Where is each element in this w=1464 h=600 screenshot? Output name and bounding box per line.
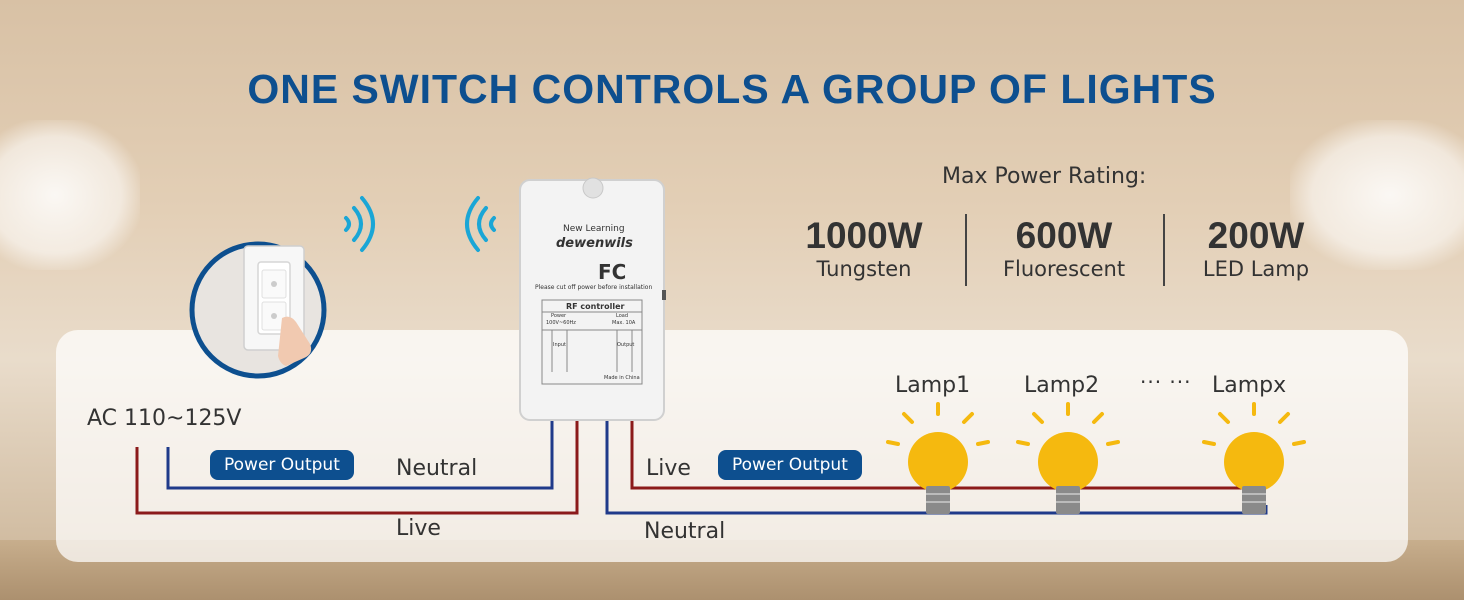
lampx-label: Lampx xyxy=(1212,373,1287,398)
device-warning: Please cut off power before installation xyxy=(535,284,653,291)
input-live-label: Live xyxy=(396,516,441,541)
device-made-in: Made in China xyxy=(604,375,640,381)
wall-switch-illustration xyxy=(189,241,327,379)
wifi-signal-icon xyxy=(344,196,375,252)
input-neutral-label: Neutral xyxy=(396,456,478,481)
device-panel-title: RF controller xyxy=(566,302,625,311)
background-lamp-right xyxy=(1290,120,1464,270)
rating-divider xyxy=(965,214,967,286)
rating-watts: 1000W xyxy=(805,215,923,256)
device-subtitle: New Learning xyxy=(563,224,625,234)
rating-type: Tungsten xyxy=(816,257,912,281)
input-neutral-wire xyxy=(166,418,554,490)
fcc-logo: FC xyxy=(598,260,627,284)
input-power-output-badge: Power Output xyxy=(210,450,354,480)
rating-led: 200W LED Lamp xyxy=(1184,216,1328,282)
background-lamp-left xyxy=(0,120,140,270)
output-live-wire xyxy=(630,418,1250,490)
output-live-label: Live xyxy=(646,456,691,481)
wifi-signal-icon xyxy=(465,196,496,252)
rating-watts: 200W xyxy=(1207,215,1305,256)
output-neutral-label: Neutral xyxy=(644,519,726,544)
device-output-label: Output xyxy=(617,342,635,348)
device-load-label: Load xyxy=(616,313,628,319)
rating-watts: 600W xyxy=(1015,215,1113,256)
lamp1-bulb-icon xyxy=(886,402,990,514)
rating-type: LED Lamp xyxy=(1202,257,1310,281)
rating-tungsten: 1000W Tungsten xyxy=(786,216,942,282)
rf-controller-device xyxy=(519,177,666,421)
lamp2-label: Lamp2 xyxy=(1024,373,1100,398)
rating-divider xyxy=(1163,214,1165,286)
lamps-ellipsis: ··· ··· xyxy=(1140,370,1192,394)
ac-input-label: AC 110~125V xyxy=(87,406,242,431)
device-load-spec: Max. 10A xyxy=(612,320,636,326)
device-input-label: Input xyxy=(553,342,566,348)
device-brand-logo: dewenwils xyxy=(556,236,633,251)
input-live-wire xyxy=(135,418,579,515)
device-power-label: Power xyxy=(551,313,567,319)
lampx-bulb-icon xyxy=(1202,402,1306,514)
lamp1-label: Lamp1 xyxy=(895,373,971,398)
rating-heading: Max Power Rating: xyxy=(942,164,1147,189)
rating-fluorescent: 600W Fluorescent xyxy=(984,216,1144,282)
page-title: ONE SWITCH CONTROLS A GROUP OF LIGHTS xyxy=(247,66,1217,112)
lamp2-bulb-icon xyxy=(1016,402,1120,514)
device-power-spec: 100V~60Hz xyxy=(546,320,576,326)
output-power-output-badge: Power Output xyxy=(718,450,862,480)
rating-type: Fluorescent xyxy=(1002,257,1126,281)
